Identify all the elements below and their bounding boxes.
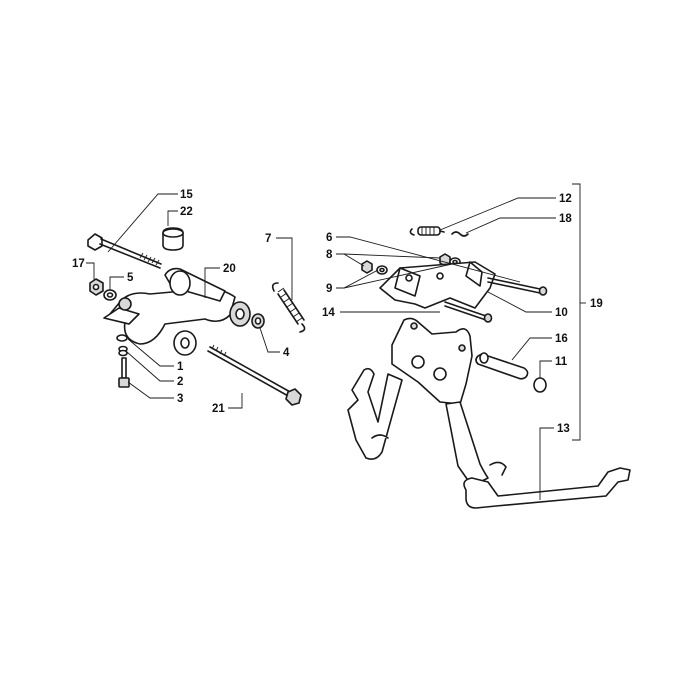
nut-17[interactable]	[89, 278, 104, 296]
callout-6: 6	[326, 232, 332, 244]
bolt-21[interactable]	[207, 344, 302, 406]
washer-1[interactable]	[116, 334, 128, 342]
center-stand-13[interactable]	[347, 317, 631, 509]
callout-16: 16	[555, 333, 568, 345]
callout-20: 20	[223, 263, 236, 275]
callout-22: 22	[180, 206, 193, 218]
bolt-6[interactable]	[487, 277, 548, 296]
screw-3[interactable]	[118, 357, 130, 388]
callout-18: 18	[559, 213, 572, 225]
circlip-11[interactable]	[533, 377, 547, 393]
callout-21: 21	[212, 403, 225, 415]
callout-10: 10	[555, 307, 568, 319]
callout-14: 14	[322, 307, 335, 319]
bracket-10[interactable]	[379, 261, 496, 309]
callout-9: 9	[326, 283, 332, 295]
callout-2: 2	[177, 376, 183, 388]
pin-16[interactable]	[475, 352, 529, 380]
leader-lines	[86, 183, 586, 500]
swing-arm-20[interactable]	[103, 267, 251, 356]
callout-5: 5	[127, 272, 134, 284]
callout-15: 15	[180, 189, 193, 201]
spring-12[interactable]	[409, 226, 445, 236]
callout-17: 17	[72, 258, 85, 270]
clip-18[interactable]	[451, 231, 469, 237]
bolt-15[interactable]	[87, 233, 162, 269]
callout-3: 3	[177, 393, 183, 405]
callout-7: 7	[265, 233, 271, 245]
spring-7[interactable]	[271, 282, 306, 333]
callout-4: 4	[283, 347, 290, 359]
callout-19: 19	[590, 298, 603, 310]
bolt-14[interactable]	[444, 301, 493, 323]
washer-5[interactable]	[103, 289, 117, 301]
spacer-22[interactable]	[162, 227, 184, 251]
spring-washer-2[interactable]	[118, 345, 128, 357]
callout-13: 13	[557, 423, 570, 435]
callout-8: 8	[326, 249, 333, 261]
callout-11: 11	[555, 356, 568, 368]
bushing-4[interactable]	[251, 313, 265, 329]
callout-1: 1	[177, 361, 184, 373]
nut-8[interactable]	[361, 253, 451, 274]
callout-12: 12	[559, 193, 572, 205]
